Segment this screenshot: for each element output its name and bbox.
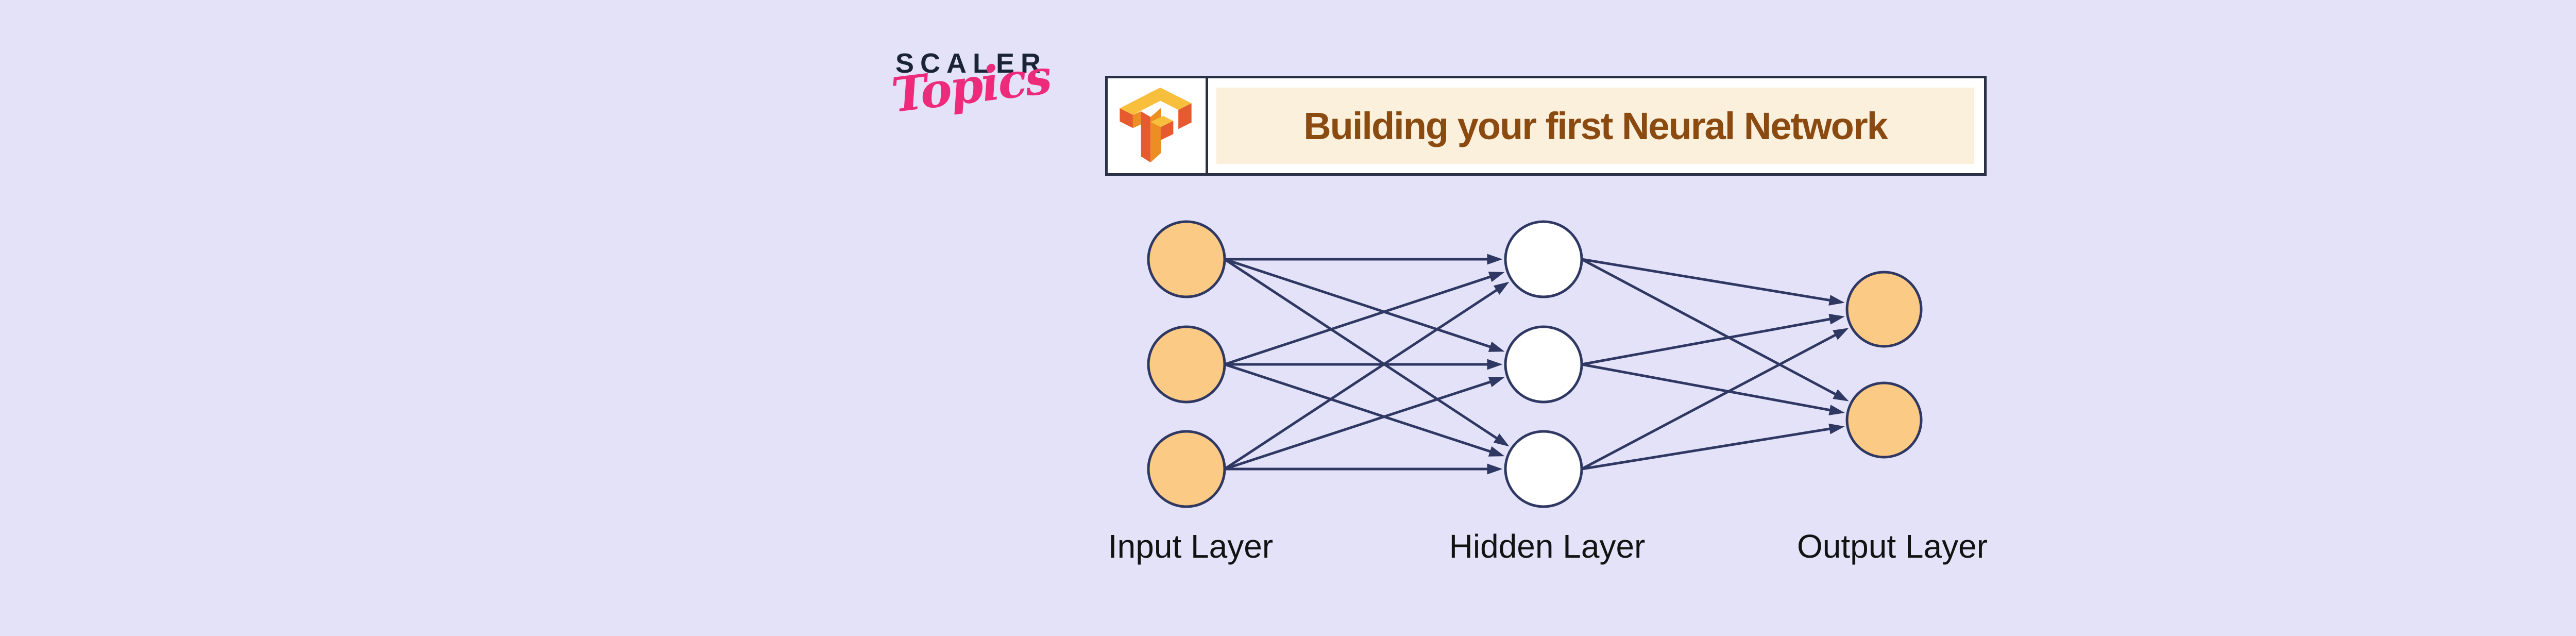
edge-hidden-to-output [1581, 363, 1845, 415]
labels-group: Input Layer Hidden Layer Output Layer [1108, 528, 1988, 565]
output-node-1 [1845, 271, 1923, 348]
scaler-topics-logo: SCALER Topics [889, 48, 1060, 123]
input-layer-label: Input Layer [1108, 528, 1273, 565]
hidden-layer-label: Hidden Layer [1449, 528, 1646, 565]
nodes-group [1147, 220, 1923, 508]
hidden-node-3 [1504, 430, 1583, 508]
tensorflow-logo-cell [1108, 78, 1208, 173]
edge-hidden-to-output [1581, 328, 1849, 471]
input-node-1 [1147, 220, 1226, 298]
edge-input-to-hidden [1224, 281, 1510, 471]
hidden-node-2 [1504, 325, 1583, 404]
title-panel: Building your first Neural Network [1216, 88, 1974, 164]
hidden-node-1 [1504, 220, 1583, 298]
page-title: Building your first Neural Network [1303, 104, 1888, 147]
output-node-2 [1845, 381, 1923, 459]
edge-input-to-hidden [1224, 272, 1505, 366]
edges-group [1224, 254, 1849, 475]
edge-hidden-to-output [1581, 258, 1845, 306]
edge-input-to-hidden [1224, 363, 1505, 457]
edge-input-to-hidden [1224, 377, 1505, 471]
title-card: Building your first Neural Network [1105, 76, 1987, 176]
edge-input-to-hidden [1224, 258, 1505, 352]
output-layer-label: Output Layer [1797, 528, 1988, 565]
input-node-3 [1147, 430, 1226, 508]
edge-hidden-to-output [1581, 313, 1845, 366]
edge-hidden-to-output [1581, 258, 1849, 401]
edge-input-to-hidden [1224, 258, 1510, 447]
scaler-wordmark: SCALER [895, 48, 1047, 79]
edge-hidden-to-output [1581, 423, 1845, 471]
input-node-2 [1147, 325, 1226, 404]
tensorflow-icon [1120, 87, 1192, 163]
